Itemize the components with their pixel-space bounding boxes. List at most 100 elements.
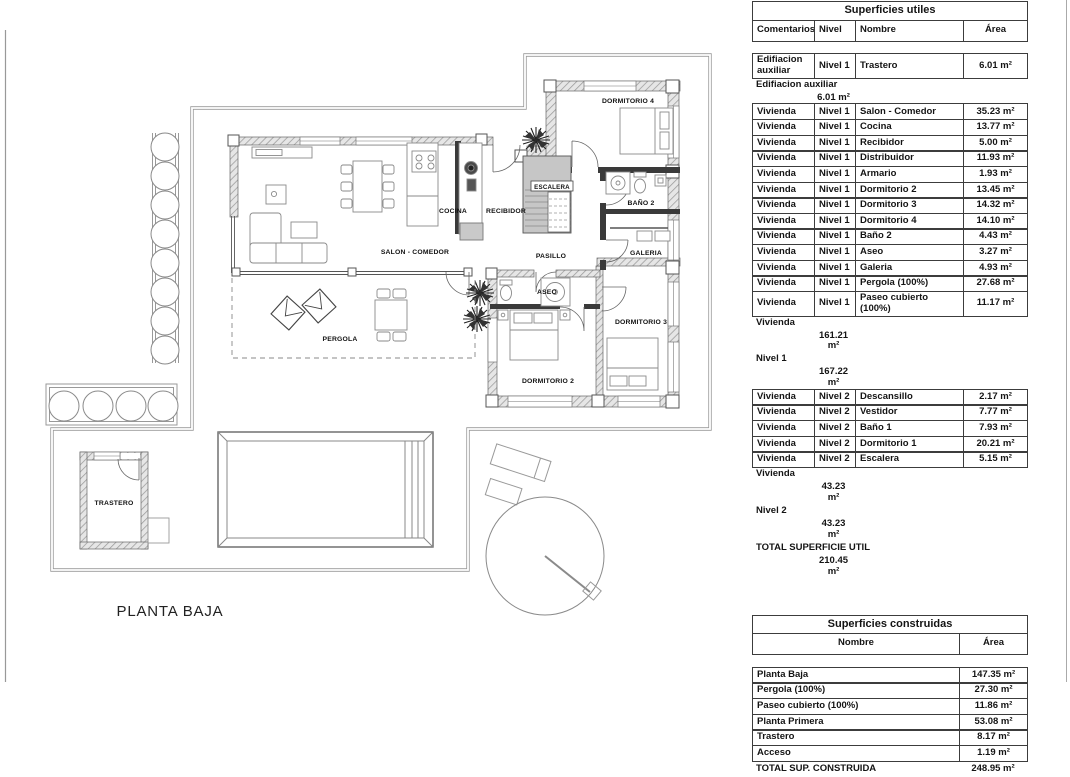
room-label-pasillo: PASILLO bbox=[536, 253, 566, 260]
cell-comentarios: Vivienda bbox=[757, 277, 796, 289]
cell-area: 147.35 m² bbox=[959, 667, 1027, 683]
cell-nombre: Paseo cubierto (100%) bbox=[757, 699, 859, 711]
cell-nombre bbox=[752, 492, 813, 494]
table-row: Vivienda Nivel 1 Cocina 13.77 m² bbox=[752, 119, 1028, 137]
cell-area: 210.45 m² bbox=[818, 554, 849, 577]
column-header-nombre: Nombre bbox=[855, 20, 963, 41]
table-row: TOTAL SUP. CONSTRUIDA 248.95 m² bbox=[752, 762, 1028, 777]
cell-nombre: Dormitorio 3 bbox=[855, 198, 963, 214]
cell-nombre: Aseo bbox=[855, 244, 963, 260]
table-row: Nivel 2 43.23 m² bbox=[752, 505, 1028, 542]
cell-comentarios: Vivienda bbox=[756, 316, 795, 328]
table-row: Vivienda Nivel 1 Distribuidor 11.93 m² bbox=[752, 150, 1028, 168]
table-row: Vivienda Nivel 2 Dormitorio 1 20.21 m² bbox=[752, 435, 1028, 453]
useful-surfaces-table: Superficies utiles Comentarios Nivel Nom… bbox=[752, 1, 1028, 579]
cell-comentarios: Vivienda bbox=[757, 390, 796, 402]
room-label-cocina: COCINA bbox=[439, 208, 467, 215]
cell-nivel: Nivel 1 bbox=[814, 276, 855, 292]
table-row: Vivienda 43.23 m² bbox=[752, 468, 1028, 505]
table-row: Planta Primera 53.08 m² bbox=[752, 713, 1028, 731]
cell-nivel: Nivel 1 bbox=[814, 166, 855, 182]
cell-nivel bbox=[962, 474, 1028, 476]
cell-nombre: Vestidor bbox=[855, 405, 963, 421]
cell-nivel: Nivel 1 bbox=[814, 260, 855, 276]
staircase bbox=[522, 155, 574, 234]
cell-area: 248.95 m² bbox=[971, 762, 1015, 774]
cell-nombre: Paseo cubierto (100%) bbox=[855, 291, 963, 316]
room-label-pergola: PERGOLA bbox=[322, 336, 357, 343]
cell-nombre bbox=[752, 566, 813, 568]
house bbox=[227, 79, 681, 409]
cell-area: 167.22 m² bbox=[818, 366, 849, 389]
cell-comentarios: Vivienda bbox=[757, 297, 796, 309]
cell-nombre: Baño 2 bbox=[855, 229, 963, 245]
cell-nivel: Nivel 2 bbox=[814, 405, 855, 421]
cell-comentarios: Edifiacion auxiliar bbox=[756, 79, 838, 91]
cell-nivel bbox=[962, 322, 1028, 324]
table-title: Superficies utiles bbox=[752, 1, 1028, 21]
cell-nombre: Escalera bbox=[855, 452, 963, 468]
tree-row-bottom bbox=[45, 383, 179, 426]
table-row: Vivienda Nivel 1 Galeria 4.93 m² bbox=[752, 259, 1028, 277]
room-label-dormitorio-2: DORMITORIO 2 bbox=[522, 378, 574, 385]
cell-area: 7.77 m² bbox=[963, 405, 1027, 421]
table-row: Vivienda Nivel 2 Vestidor 7.77 m² bbox=[752, 404, 1028, 422]
cell-area: 14.32 m² bbox=[963, 198, 1027, 214]
cell-nivel: Nivel 1 bbox=[814, 120, 855, 136]
cell-nivel: Nivel 2 bbox=[814, 420, 855, 436]
cell-area: 161.21 m² bbox=[818, 329, 849, 352]
cell-area: 4.43 m² bbox=[963, 229, 1027, 245]
cell-nivel: Nivel 1 bbox=[814, 151, 855, 167]
cell-nivel bbox=[962, 84, 1028, 86]
table-row: Vivienda Nivel 1 Recibidor 5.00 m² bbox=[752, 134, 1028, 152]
cell-area: 35.23 m² bbox=[963, 104, 1027, 120]
cell-nombre: Baño 1 bbox=[855, 420, 963, 436]
cell-nombre: Descansillo bbox=[855, 389, 963, 405]
cell-nivel: Nivel 2 bbox=[814, 452, 855, 468]
table-row: Vivienda Nivel 2 Descansillo 2.17 m² bbox=[752, 388, 1028, 406]
cell-comentarios: Vivienda bbox=[757, 121, 796, 133]
cell-nivel: Nivel 1 bbox=[814, 213, 855, 229]
cell-area: 11.93 m² bbox=[963, 151, 1027, 167]
cell-nombre: Distribuidor bbox=[855, 151, 963, 167]
swimming-pool bbox=[217, 431, 434, 548]
cell-comentarios: Vivienda bbox=[757, 152, 796, 164]
table-row: Trastero 8.17 m² bbox=[752, 729, 1028, 747]
cell-comentarios: Nivel 1 bbox=[756, 353, 787, 365]
cell-nivel: Nivel 1 bbox=[814, 54, 855, 79]
cell-nivel bbox=[962, 510, 1028, 512]
palm-plant-icon bbox=[465, 279, 495, 307]
table-row: Edifiacion auxiliar 6.01 m² bbox=[752, 79, 1028, 105]
cell-nivel: Nivel 1 bbox=[814, 104, 855, 120]
cell-comentarios: Vivienda bbox=[757, 406, 796, 418]
cell-nombre bbox=[752, 529, 813, 531]
cell-nombre: TOTAL SUP. CONSTRUIDA bbox=[756, 762, 877, 774]
cell-nombre: Recibidor bbox=[855, 135, 963, 151]
pergola-terrace bbox=[231, 278, 476, 359]
cell-nivel: Nivel 2 bbox=[814, 436, 855, 452]
column-header-comentarios: Comentarios bbox=[757, 23, 816, 35]
table-row: Acceso 1.19 m² bbox=[752, 744, 1028, 762]
surface-tables: Superficies utiles Comentarios Nivel Nom… bbox=[752, 1, 1028, 777]
table-row: Vivienda Nivel 1 Pergola (100%) 27.68 m² bbox=[752, 275, 1028, 293]
cell-nombre: Armario bbox=[855, 166, 963, 182]
column-header-nombre: Nombre bbox=[838, 637, 874, 649]
cell-area: 8.17 m² bbox=[959, 730, 1027, 746]
room-label-aseo: ASEO bbox=[537, 289, 557, 296]
cell-nivel: Nivel 1 bbox=[814, 229, 855, 245]
room-label-trastero: TRASTERO bbox=[95, 500, 134, 507]
cell-nombre bbox=[752, 377, 813, 379]
table-row: Vivienda Nivel 1 Salon - Comedor 35.23 m… bbox=[752, 103, 1028, 121]
room-label-bano-2: BAÑO 2 bbox=[628, 198, 655, 207]
cell-comentarios: Vivienda bbox=[757, 136, 796, 148]
cell-nivel: Nivel 1 bbox=[814, 291, 855, 316]
cell-area: 6.01 m² bbox=[817, 91, 850, 103]
cell-area: 4.93 m² bbox=[963, 260, 1027, 276]
table-row: Vivienda Nivel 2 Escalera 5.15 m² bbox=[752, 451, 1028, 469]
table-row: Pergola (100%) 27.30 m² bbox=[752, 682, 1028, 700]
cell-nombre: Trastero bbox=[855, 54, 963, 79]
columns bbox=[227, 79, 680, 409]
cell-nombre: Pergola (100%) bbox=[757, 684, 826, 696]
cell-area: 11.86 m² bbox=[959, 698, 1027, 714]
cell-nombre: Pergola (100%) bbox=[855, 276, 963, 292]
